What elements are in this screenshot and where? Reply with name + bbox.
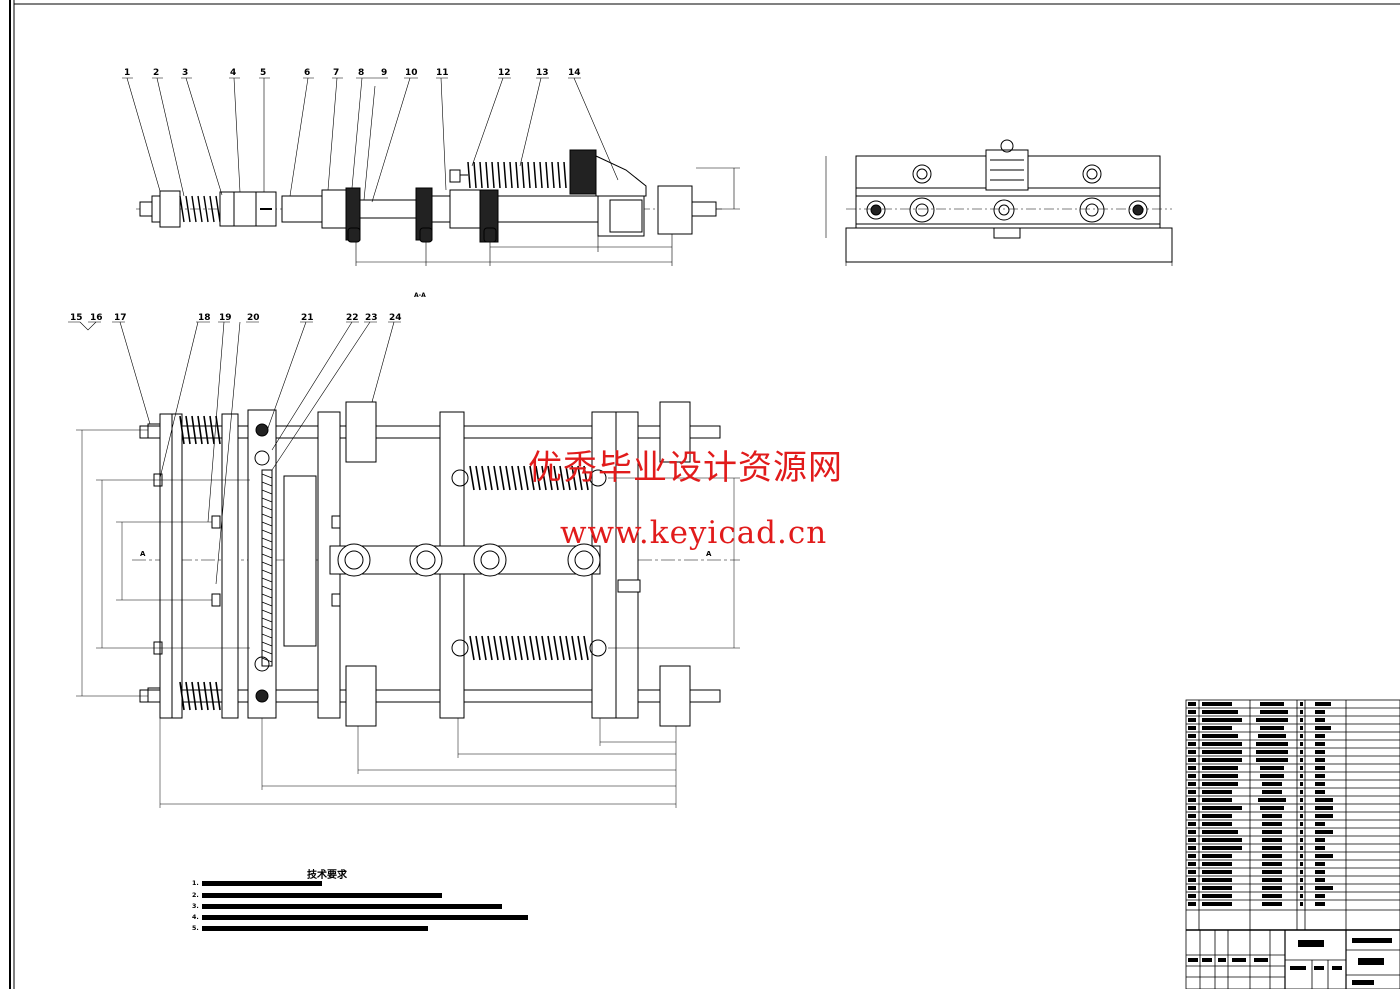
balloon-11: 11 — [436, 68, 449, 78]
balloon-3: 3 — [182, 68, 188, 78]
section-marker-left: A — [140, 550, 146, 558]
side-view-top — [825, 139, 1173, 266]
tech-requirement-line: 3. — [192, 903, 199, 910]
tech-requirement-line: 2. — [192, 892, 199, 899]
balloon-4: 4 — [230, 68, 236, 78]
tech-requirement-line: 4. — [192, 914, 199, 921]
balloon-15: 15 — [70, 313, 83, 323]
balloon-14: 14 — [568, 68, 581, 78]
balloon-10: 10 — [405, 68, 418, 78]
front-view-bolts — [347, 227, 497, 243]
tech-requirement-line: 1. — [192, 880, 199, 887]
balloon-labels: 1 2 3 4 5 6 7 8 9 10 11 12 13 14 15 16 1… — [70, 68, 712, 558]
tech-requirements-title: 技术要求 — [307, 870, 347, 881]
balloon-13: 13 — [536, 68, 549, 78]
balloon-16: 16 — [90, 313, 103, 323]
balloon-5: 5 — [260, 68, 266, 78]
balloon-18: 18 — [198, 313, 211, 323]
balloon-8: 8 — [358, 68, 364, 78]
front-view-top — [122, 77, 740, 266]
balloon-20: 20 — [247, 313, 260, 323]
balloon-24: 24 — [389, 313, 402, 323]
balloon-23: 23 — [365, 313, 378, 323]
section-marker-right: A — [706, 550, 712, 558]
tech-requirement-line: 5. — [192, 925, 199, 932]
balloon-6: 6 — [304, 68, 310, 78]
balloon-12: 12 — [498, 68, 511, 78]
balloon-1: 1 — [124, 68, 130, 78]
balloon-17: 17 — [114, 313, 127, 323]
balloon-9: 9 — [381, 68, 387, 78]
balloon-21: 21 — [301, 313, 314, 323]
balloon-7: 7 — [333, 68, 339, 78]
balloon-19: 19 — [219, 313, 232, 323]
balloon-2: 2 — [153, 68, 159, 78]
balloon-22: 22 — [346, 313, 359, 323]
title-block-scribbles — [1188, 702, 1392, 985]
plan-view — [68, 321, 740, 808]
drawing-frame — [9, 0, 1400, 989]
section-label: A-A — [414, 292, 426, 299]
